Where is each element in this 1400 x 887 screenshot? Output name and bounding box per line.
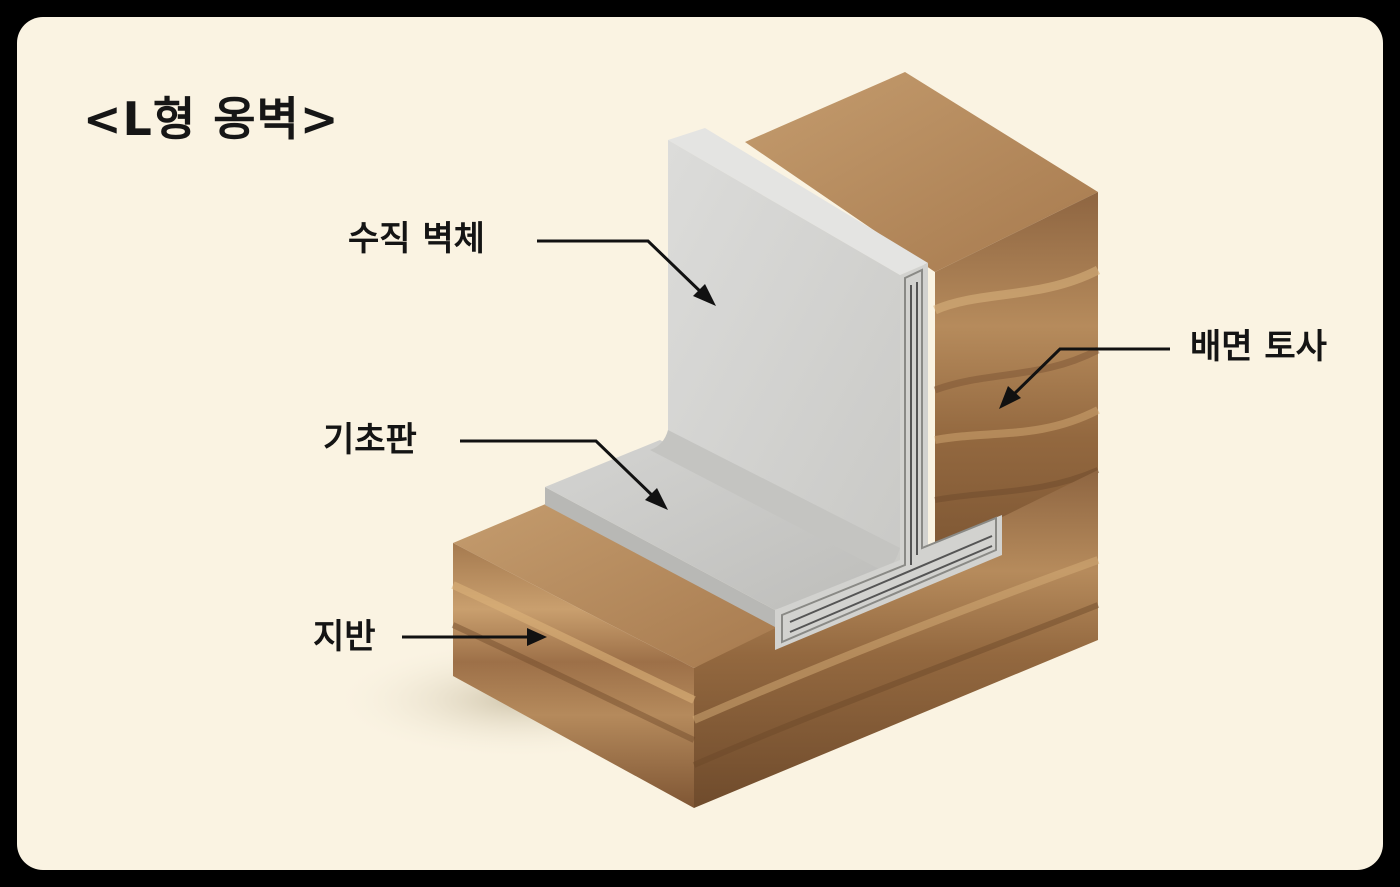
leader-footing: [460, 439, 659, 502]
label-vertical-wall: 수직 벽체: [348, 219, 485, 259]
footing-top: [545, 440, 895, 610]
arrow-head-vertical-wall: [693, 284, 716, 306]
concrete-wall: [545, 128, 1002, 650]
wall-top-edge: [668, 128, 928, 275]
footing-front-edge: [545, 487, 775, 627]
diagram-title: <L형 옹벽>: [83, 92, 340, 146]
wall-section: [775, 263, 1002, 650]
arrow-head-backfill: [999, 386, 1021, 409]
label-backfill: 배면 토사: [1190, 327, 1327, 367]
leader-backfill: [1008, 347, 1170, 400]
label-ground: 지반: [313, 617, 376, 657]
leader-lines: [402, 239, 1170, 639]
arrow-head-ground: [527, 628, 547, 646]
backfill-soil-top: [745, 72, 1098, 272]
leader-vertical-wall: [537, 239, 707, 298]
arrow-head-footing: [645, 488, 668, 510]
ground-soil-top: [453, 503, 790, 668]
arrow-heads: [527, 284, 1021, 646]
label-footing: 기초판: [323, 420, 417, 460]
